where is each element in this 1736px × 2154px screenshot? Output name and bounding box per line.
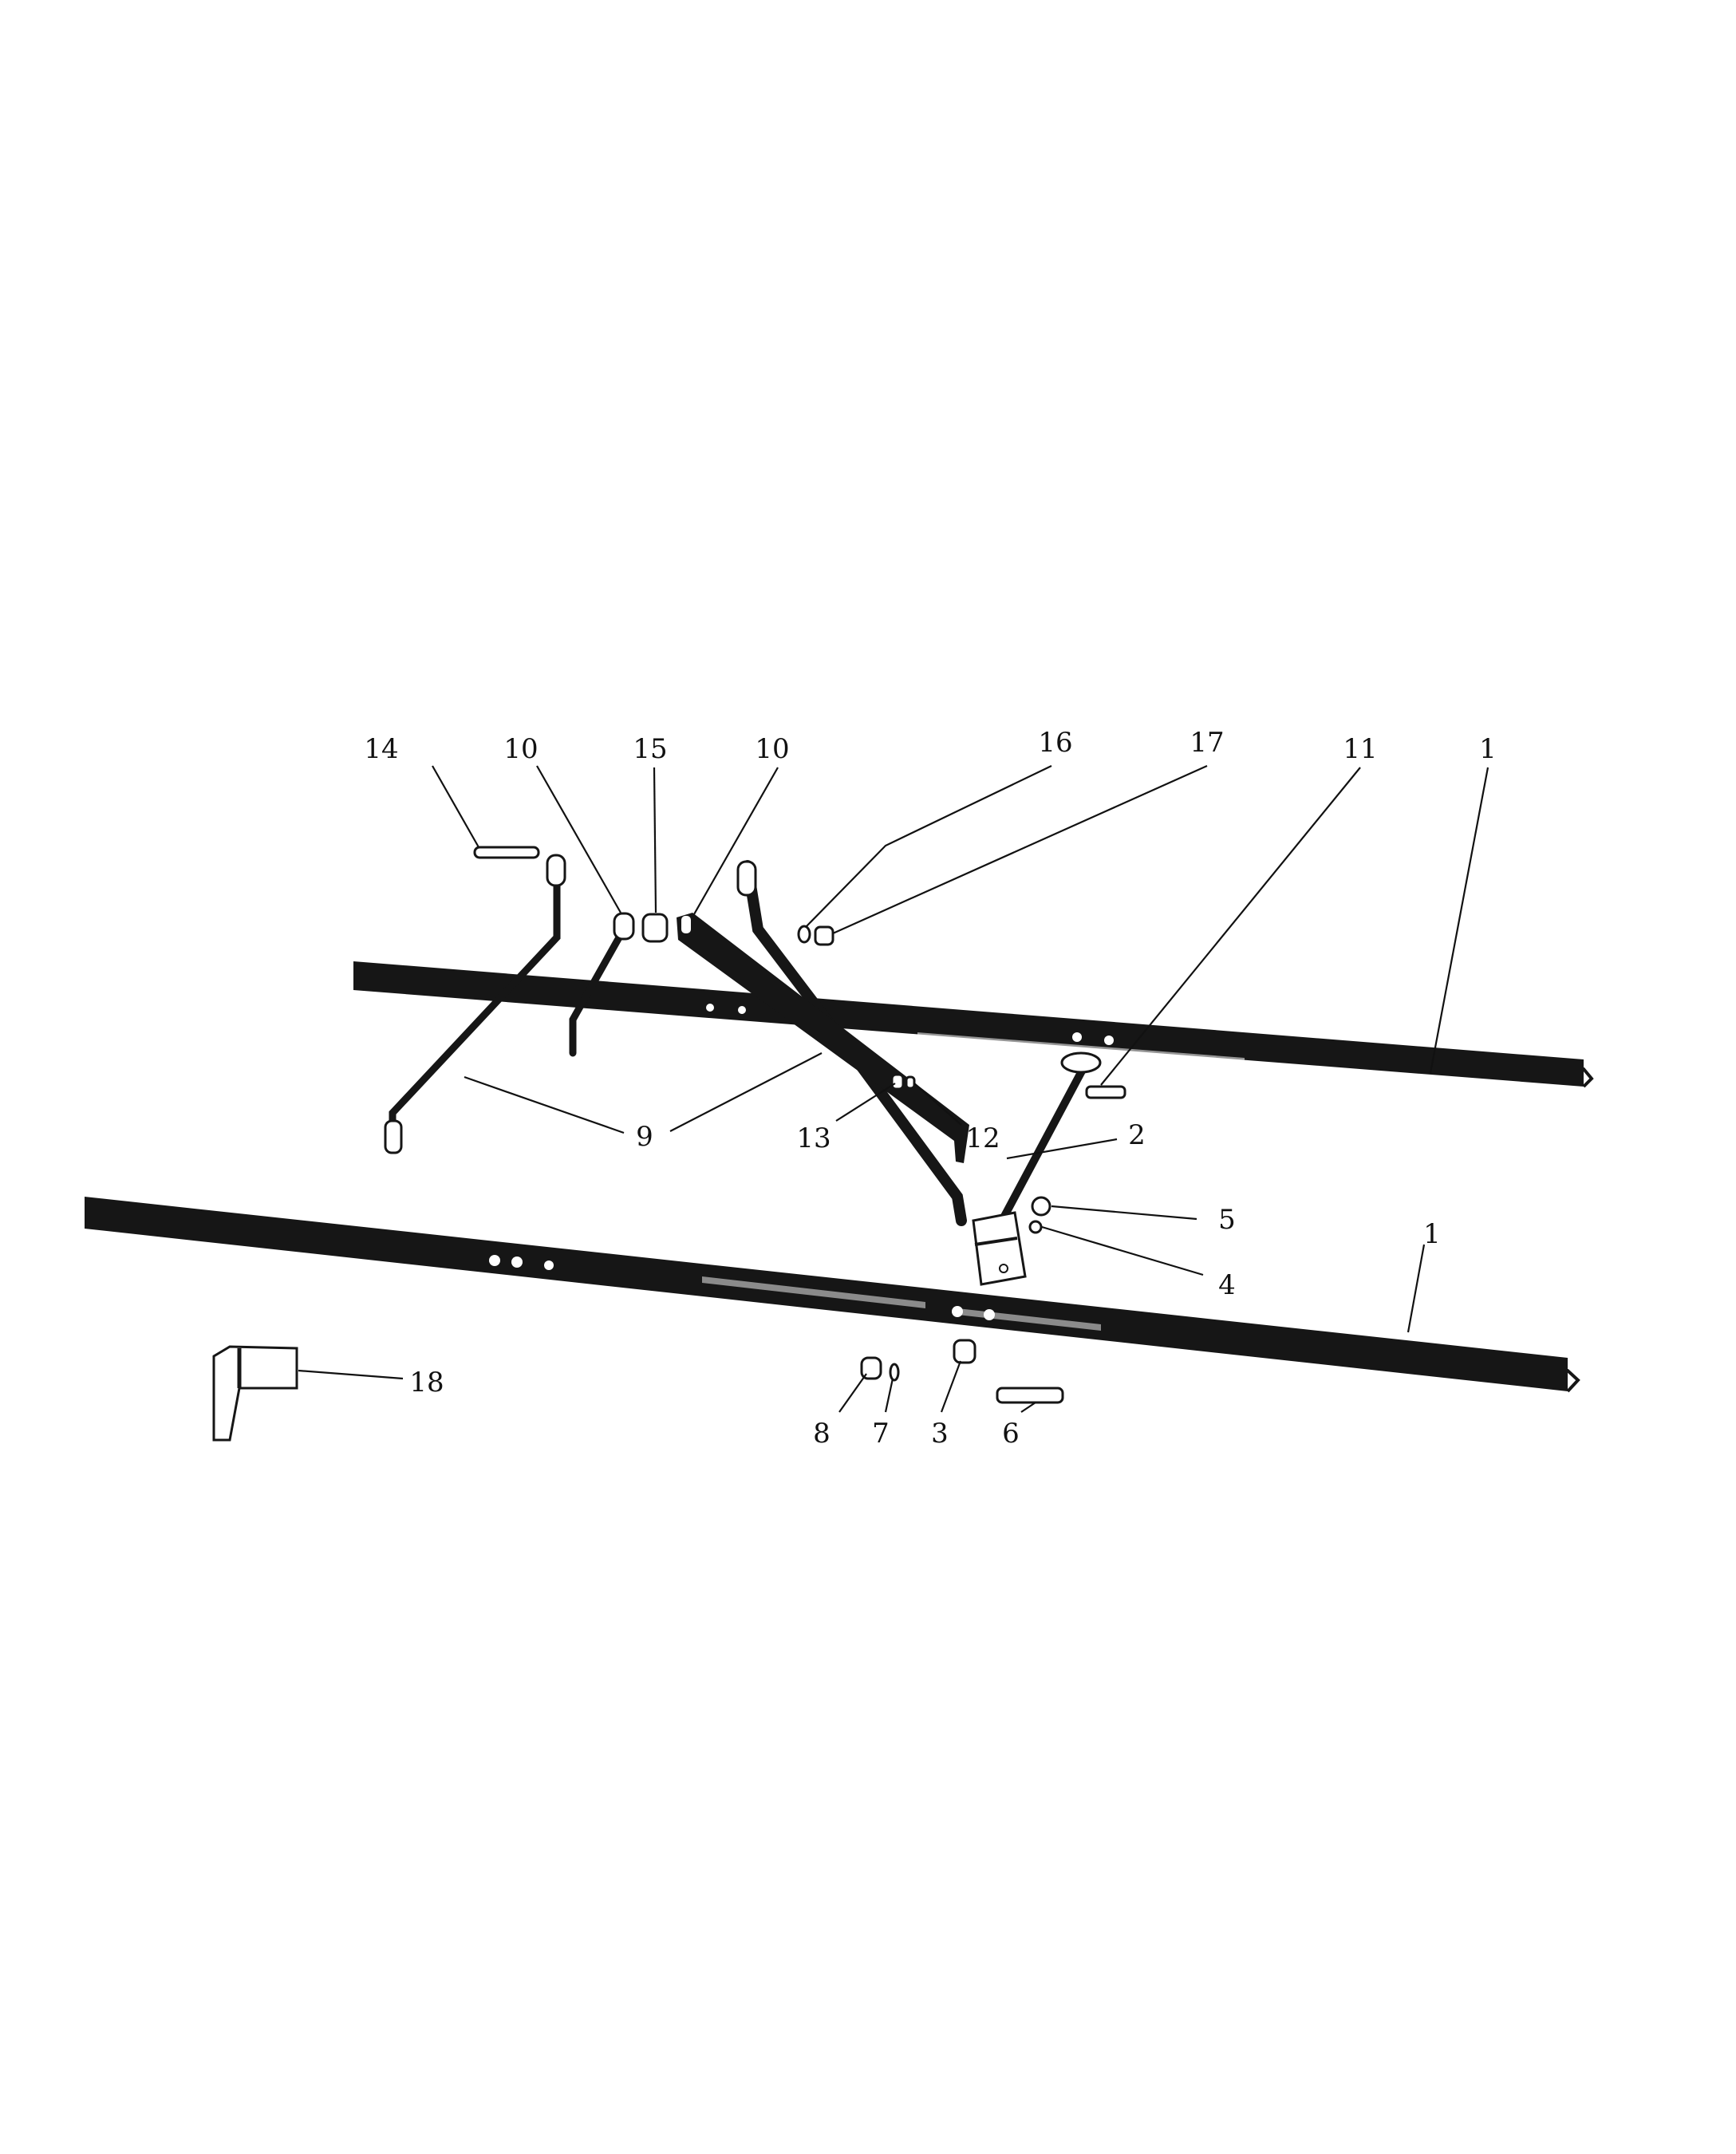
angle-bracket	[212, 1345, 298, 1442]
strap-bracket-right	[677, 913, 969, 1163]
callout-2: 2	[1128, 1119, 1146, 1151]
callout-5: 5	[1218, 1204, 1236, 1236]
callout-18: 18	[409, 1367, 444, 1399]
callout-9: 9	[636, 1121, 653, 1153]
callout-7: 7	[872, 1418, 890, 1450]
brace-rod	[972, 1051, 1102, 1286]
callout-13: 13	[796, 1122, 831, 1154]
washer-small	[889, 1363, 900, 1382]
callout-3: 3	[931, 1418, 949, 1450]
hex-nut	[1031, 1196, 1051, 1217]
callout-12: 12	[965, 1122, 1000, 1154]
callout-11: 11	[1343, 733, 1377, 765]
leader-lines	[298, 764, 1489, 1413]
rear-frame-rail	[353, 961, 1594, 1088]
callout-10-right: 10	[755, 733, 789, 765]
nut	[814, 925, 834, 946]
callout-labels: 14 10 15 10 16 17 11 1 9 13 12 2 5 4 1 1…	[364, 727, 1496, 1450]
callout-1-rear: 1	[1479, 733, 1497, 765]
callout-8: 8	[813, 1418, 831, 1450]
callout-10-left: 10	[503, 733, 538, 765]
callout-16: 16	[1038, 727, 1072, 759]
callout-14: 14	[364, 733, 398, 765]
nut-small	[860, 1356, 882, 1380]
bolt	[1085, 1085, 1126, 1099]
callout-4: 4	[1218, 1269, 1236, 1301]
front-frame-rail	[85, 1197, 1580, 1393]
callout-1-front: 1	[1423, 1218, 1441, 1250]
callout-15: 15	[633, 733, 667, 765]
cotter-pin	[890, 1073, 905, 1091]
strap-bracket-left	[569, 912, 635, 1057]
lock-washer	[1028, 1220, 1043, 1234]
spacer	[641, 913, 669, 943]
clevis-pin	[473, 846, 540, 859]
stud	[953, 1339, 977, 1364]
hardware-parts	[473, 846, 1126, 1404]
callout-17: 17	[1190, 727, 1224, 759]
callout-6: 6	[1002, 1418, 1020, 1450]
washer	[797, 925, 811, 944]
tie-bar-left	[384, 854, 566, 1154]
small-washer	[905, 1075, 916, 1090]
stud-bolt	[996, 1387, 1064, 1404]
